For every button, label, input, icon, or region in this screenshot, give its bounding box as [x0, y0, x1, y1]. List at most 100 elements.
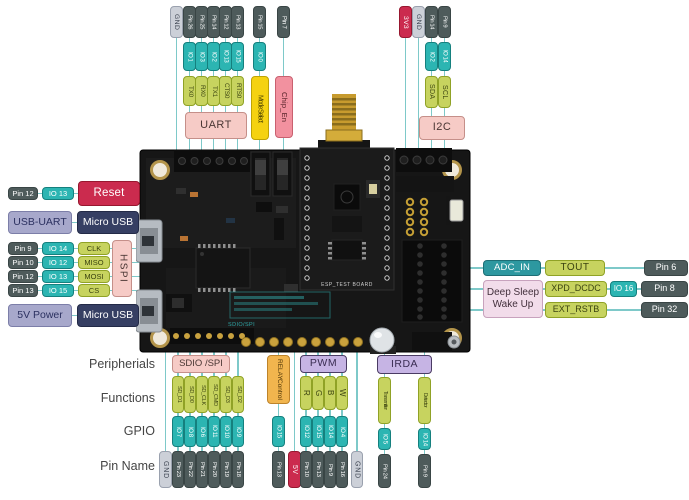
function-label: EXT_RSTB	[545, 302, 607, 318]
pin-label: Pin 10	[300, 451, 312, 488]
usb-uart-chip	[195, 244, 251, 292]
pin-label: Pin 15	[253, 6, 266, 38]
pin-label: Pin 20	[208, 451, 220, 488]
pin-header-top-left	[174, 150, 250, 172]
gpio-label: IO 6	[196, 416, 208, 447]
smd-components	[166, 188, 298, 312]
pin-label: Pin 8	[641, 281, 688, 297]
micro-usb-port	[136, 219, 163, 263]
relay-text: RELAY	[275, 358, 283, 380]
pin-label: Pin 13	[272, 451, 285, 488]
gpio-label: IO 11	[208, 416, 220, 447]
function-label: RTS0	[231, 76, 244, 106]
function-label: SCL	[438, 76, 451, 108]
deep-sleep-text: Deep Sleep	[486, 286, 540, 298]
function-label: CLK	[78, 242, 110, 255]
function-label: SD_D3	[220, 376, 232, 413]
gpio-label: IO 15	[231, 42, 244, 71]
power-label: 3V3	[399, 6, 412, 38]
gpio-label: IO 4	[336, 416, 348, 447]
row-label-gpio: GPIO	[123, 424, 155, 438]
pin-label: Pin 9	[8, 242, 38, 255]
module-silkscreen: ESP_TEST BOARD	[321, 282, 373, 288]
gpio-label: IO 2	[425, 42, 438, 71]
function-label: G	[312, 376, 324, 410]
connector-line	[305, 336, 307, 486]
power-5v-label: 5V Power	[8, 304, 72, 327]
pin-label: Pin 9	[438, 6, 451, 38]
screw-hole	[150, 160, 170, 180]
pin-label: Pin 18	[232, 451, 244, 488]
connector-line	[404, 8, 407, 178]
gpio-label: IO 16	[610, 281, 637, 297]
gpio-label: IO 12	[42, 256, 74, 269]
pin-label: Pin 9	[324, 451, 336, 488]
pin-label: Pin 32	[641, 302, 688, 318]
gpio-label: IO 10	[220, 416, 232, 447]
pin-label: Pin 12	[8, 270, 38, 283]
gpio-label: IO 13	[219, 42, 232, 71]
function-label: SD_D0	[184, 376, 196, 413]
group-box-pwm: PWM	[300, 355, 347, 373]
pin-label: Pin 9	[418, 454, 431, 488]
function-label: SDA	[425, 76, 438, 108]
gpio-label: IO 12	[300, 416, 312, 447]
function-label: XPD_DCDC	[545, 281, 607, 297]
function-label: B	[324, 376, 336, 410]
pin-label: Pin 13	[8, 284, 38, 297]
row-label-peripherials: Peripherials	[88, 357, 155, 371]
group-box-uart: UART	[185, 112, 247, 139]
group-box-mode-select: Mode Select	[251, 76, 269, 140]
gpio-label: IO 5	[378, 428, 391, 450]
gpio-label: IO 14	[438, 42, 451, 71]
function-label: SD_D1	[172, 376, 184, 413]
gnd-label: GND	[351, 451, 363, 488]
connector-line	[329, 336, 331, 486]
gpio-label: IO 13	[42, 270, 74, 283]
function-label: TX1	[207, 76, 220, 106]
bottom-pads	[241, 337, 363, 347]
connector-line	[417, 8, 420, 178]
connector-line	[277, 336, 280, 486]
group-box-chip-en: Chip_En	[275, 76, 293, 138]
pin-label: Pin 13	[231, 6, 244, 38]
pin-label: Pin 16	[336, 451, 348, 488]
function-label: MOSI	[78, 270, 110, 283]
pin-label: Pin 10	[8, 256, 38, 269]
female-header-socket	[401, 239, 463, 323]
micro-usb-label: Micro USB	[77, 211, 139, 234]
micro-usb-port	[136, 289, 163, 333]
connector-line	[175, 8, 178, 178]
connector-line	[164, 336, 167, 486]
pin-label: Pin 12	[8, 187, 38, 200]
function-label: Transmitter	[378, 377, 391, 424]
row-label-functions: Functions	[100, 391, 155, 405]
function-label: W	[336, 376, 348, 410]
connector-line	[341, 336, 343, 486]
pin-label: Pin 23	[172, 451, 184, 488]
power-jack	[412, 332, 461, 352]
usb-uart-label: USB-UART	[8, 211, 72, 234]
function-label: R	[300, 376, 312, 410]
row-label-pin-name: Pin Name	[100, 459, 155, 473]
pin-label: Pin 13	[312, 451, 324, 488]
reset-label: Reset	[78, 181, 140, 206]
ir-dome	[369, 327, 396, 354]
function-label: TOUT	[545, 260, 605, 276]
connector-line	[356, 336, 358, 486]
esp8266-chip	[333, 183, 361, 211]
flash-chip	[331, 239, 363, 261]
group-box-irda: IRDA	[377, 355, 432, 374]
pin-label: Pin 24	[378, 454, 391, 488]
deep-sleep-text: Wake Up	[492, 299, 534, 310]
pin-label: Pin 7	[277, 6, 290, 38]
function-label: MISO	[78, 256, 110, 269]
group-box-i2c: I2C	[419, 116, 465, 140]
push-button	[446, 196, 464, 225]
adc-in-label: ADC_IN	[483, 260, 541, 276]
gpio-label: IO 14	[418, 428, 431, 450]
gpio-label: IO 13	[42, 187, 74, 200]
pin-label: Pin 6	[644, 260, 688, 276]
function-label: SD_CLK	[196, 376, 208, 413]
